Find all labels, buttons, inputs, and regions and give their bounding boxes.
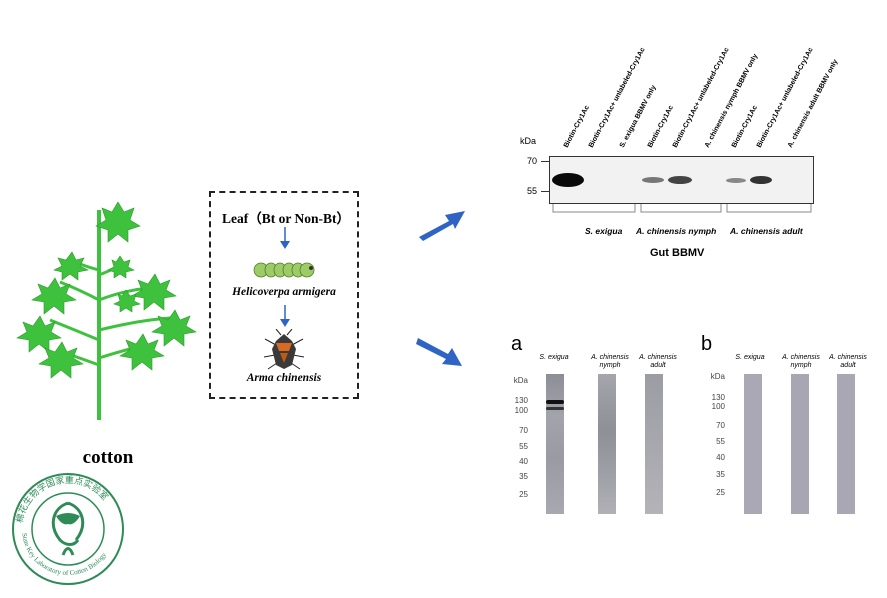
- mw-tick: 130: [711, 393, 725, 402]
- strip-header: S. exigua: [539, 354, 569, 361]
- lane-label: Biotin-Cry1Ac+ unlabeled-Cry1Ac: [755, 46, 815, 150]
- lab-logo: 棉花生物学国家重点实验室 State Key Laboratory of Cot…: [12, 473, 124, 585]
- strip-header: S. exigua: [735, 354, 765, 361]
- mw-tick: 35: [519, 472, 528, 481]
- mw-tick: 35: [716, 470, 725, 479]
- kda-unit: kDa: [513, 376, 528, 385]
- lane-label: Biotin-Cry1Ac+ unlabeled-Cry1Ac: [671, 46, 731, 150]
- lane-label: Biotin-Cry1Ac: [730, 104, 759, 149]
- kda-unit: kDa: [710, 372, 725, 381]
- mw-tick: 100: [514, 406, 528, 415]
- mw-tick: 100: [711, 402, 725, 411]
- blot-strip: [546, 374, 564, 514]
- blot-band: [750, 176, 772, 184]
- mw-tick: 25: [716, 488, 725, 497]
- mw-tick: 130: [514, 396, 528, 405]
- lane-label: Biotin-Cry1Ac+ unlabeled-Cry1Ac: [587, 46, 647, 150]
- mw-tick: 40: [716, 453, 725, 462]
- blot-band: [726, 178, 746, 183]
- group-label: A. chinensis adult: [730, 226, 803, 236]
- blot-band: [546, 400, 564, 404]
- larva-label: Helicoverpa armigera: [232, 286, 336, 298]
- blot-band: [552, 173, 584, 187]
- bug-label: Arma chinensis: [246, 372, 322, 384]
- blot-band: [668, 176, 692, 184]
- arrow-down-icon: [280, 305, 290, 327]
- cotton-label: cotton: [82, 447, 134, 468]
- group-label: A. chinensis nymph: [636, 226, 717, 236]
- marker-55: 55: [527, 186, 538, 196]
- strip-header: A. chinensis adult: [829, 354, 867, 369]
- caterpillar-icon: [253, 262, 315, 278]
- blot-strip: [598, 374, 616, 514]
- lane-label: A. chinensis adult BBMV only: [786, 58, 840, 150]
- feeding-chain-box: Leaf（Bt or Non-Bt） Helicoverpa armigera …: [209, 191, 359, 399]
- strip-header: A. chinensis nymph: [591, 354, 629, 369]
- blot-strip: [791, 374, 809, 514]
- mw-tick: 70: [716, 421, 725, 430]
- arrow-to-ligand-blot-icon: [416, 338, 462, 366]
- strip-header: A. chinensis nymph: [782, 354, 820, 369]
- arrow-down-icon: [280, 227, 290, 249]
- western-blot-membrane: [549, 156, 814, 204]
- blot-band: [642, 177, 664, 183]
- panel-b-letter: b: [701, 333, 713, 355]
- lane-label: S. exigua BBMV only: [618, 84, 658, 149]
- group-label: S. exigua: [585, 226, 623, 236]
- blot-strip: [744, 374, 762, 514]
- lane-label: Biotin-Cry1Ac: [646, 104, 675, 149]
- mw-tick: 40: [519, 457, 528, 466]
- group-brackets: [552, 204, 812, 213]
- blot-band: [546, 407, 564, 410]
- blot-strip: [645, 374, 663, 514]
- panel-a-letter: a: [511, 333, 523, 355]
- arrow-to-western-icon: [419, 211, 465, 241]
- mw-tick: 70: [519, 426, 528, 435]
- mw-tick: 55: [519, 442, 528, 451]
- marker-70: 70: [527, 156, 538, 166]
- gut-bbmv-label: Gut BBMV: [650, 247, 705, 259]
- stink-bug-icon: [263, 329, 305, 370]
- lane-label: A. chinensis nymph BBMV only: [703, 52, 760, 150]
- blot-strip: [837, 374, 855, 514]
- lane-label: Biotin-Cry1Ac: [562, 104, 591, 149]
- kda-label: kDa: [520, 136, 537, 146]
- leaf-label: Leaf（Bt or Non-Bt）: [222, 211, 350, 226]
- mw-tick: 25: [519, 490, 528, 499]
- mw-tick: 55: [716, 437, 725, 446]
- cotton-plant-illustration: [16, 201, 197, 420]
- strip-header: A. chinensis adult: [639, 354, 677, 369]
